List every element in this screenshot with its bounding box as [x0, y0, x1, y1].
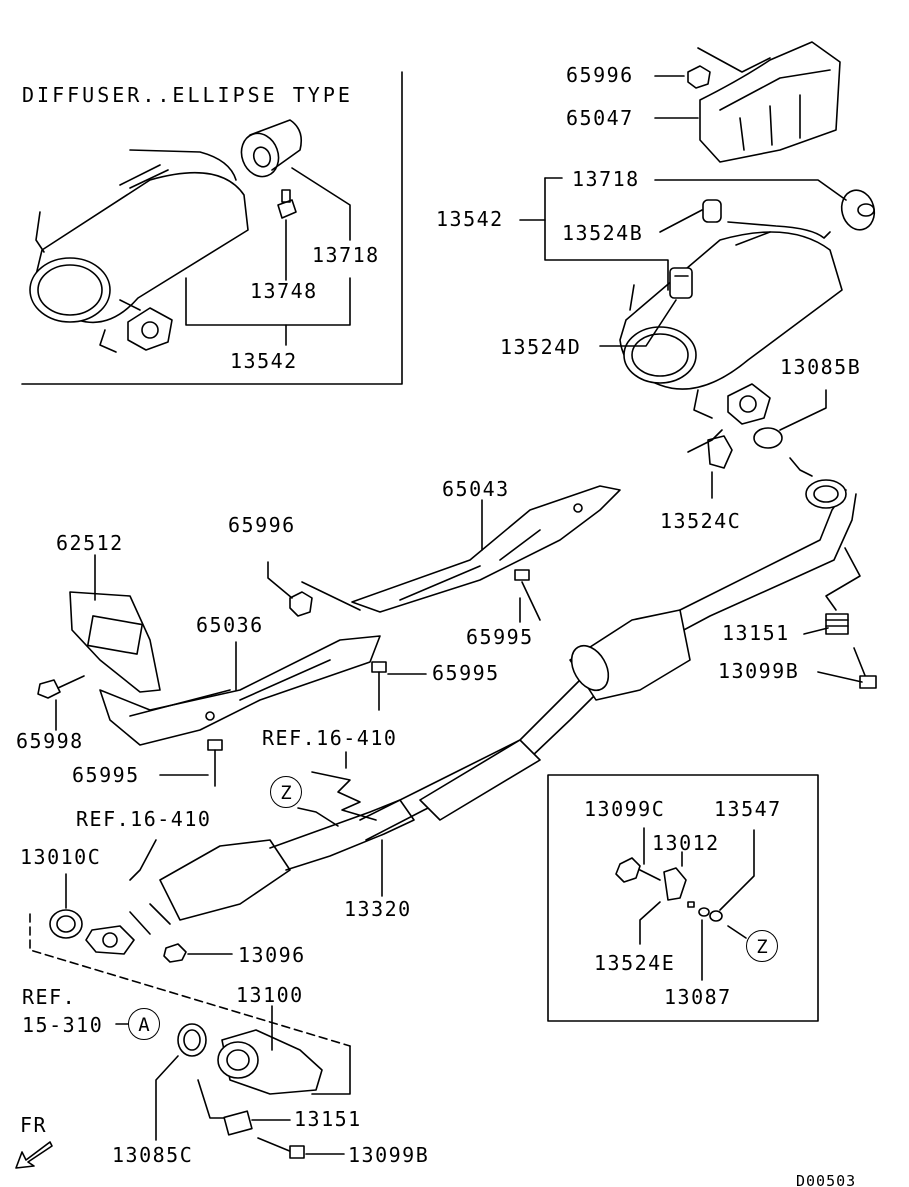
label-65995-b: 65995 — [432, 661, 500, 685]
hanger-13524C — [707, 435, 733, 469]
front-flange — [85, 925, 135, 955]
bolt-65998 — [37, 675, 85, 699]
label-13524C: 13524C — [660, 509, 742, 533]
bracket-label-13087: 13087 — [664, 985, 732, 1009]
inset-leaders — [185, 167, 351, 346]
spring-13151-b — [223, 1110, 253, 1136]
connector-13100 — [217, 1029, 323, 1095]
ref-16-410-b: REF.16-410 — [76, 807, 212, 831]
bracket-label-13099C: 13099C — [584, 797, 666, 821]
nut-65996-mid — [289, 591, 313, 617]
label-65043: 65043 — [442, 477, 510, 501]
label-65996-top: 65996 — [566, 63, 634, 87]
bracket-marker-z: Z — [746, 930, 778, 962]
label-13099B-a: 13099B — [718, 659, 800, 683]
bracket-label-13524E: 13524E — [594, 951, 676, 975]
bracket-inset-frame — [547, 774, 819, 1022]
label-13085C: 13085C — [112, 1143, 194, 1167]
inset-flange — [127, 307, 173, 351]
gasket-13085C — [177, 1023, 207, 1057]
bolt-13099B-a — [853, 647, 877, 689]
hanger-13524D — [669, 267, 693, 299]
label-65998: 65998 — [16, 729, 84, 753]
clamp-13718 — [840, 189, 876, 231]
leaders-center — [55, 499, 521, 776]
marker-z-main: Z — [270, 776, 302, 808]
inset-title: DIFFUSER..ELLIPSE TYPE — [22, 83, 353, 107]
label-13718: 13718 — [572, 167, 640, 191]
nut-65996-top — [687, 65, 711, 89]
pipe-flange-rear — [805, 479, 847, 509]
label-13542: 13542 — [436, 207, 504, 231]
ref-15-310-line2: 15-310 — [22, 1013, 104, 1037]
front-catalyst-13320 — [129, 799, 415, 935]
marker-a-main: A — [128, 1008, 160, 1040]
bracket-label-13547: 13547 — [714, 797, 782, 821]
leaders-front — [65, 751, 383, 955]
leaders-top-right — [654, 47, 771, 119]
label-13151-b: 13151 — [294, 1107, 362, 1131]
label-65047: 65047 — [566, 106, 634, 130]
nut-13096 — [163, 943, 187, 963]
label-13099B-b: 13099B — [348, 1143, 430, 1167]
heat-protector-65047 — [699, 41, 841, 163]
inset-frame — [21, 71, 403, 385]
inset-label-13718: 13718 — [312, 243, 380, 267]
spring-13151-a — [825, 613, 849, 635]
bolt-65995-a — [371, 661, 387, 711]
front-label: FR — [20, 1113, 48, 1137]
label-13100: 13100 — [236, 983, 304, 1007]
label-13085B: 13085B — [780, 355, 862, 379]
label-13096: 13096 — [238, 943, 306, 967]
diagram-code: D00503 — [796, 1172, 857, 1187]
gasket-13085B — [753, 427, 783, 449]
main-muffler — [619, 221, 843, 425]
label-65995-a: 65995 — [466, 625, 534, 649]
leaders-rear-pipe — [789, 457, 863, 683]
ref-16-410-a: REF.16-410 — [262, 726, 398, 750]
bracket-label-13012: 13012 — [652, 831, 720, 855]
leaders-muffler — [519, 177, 847, 499]
label-65996-mid: 65996 — [228, 513, 296, 537]
bracket-parts — [615, 827, 755, 981]
label-13010C: 13010C — [20, 845, 102, 869]
label-13320: 13320 — [344, 897, 412, 921]
catalytic-converter — [569, 609, 691, 701]
label-13524D: 13524D — [500, 335, 582, 359]
gasket-13010C — [49, 909, 83, 939]
bolt-13099B-b — [257, 1137, 305, 1159]
inset-nut-13748 — [277, 189, 297, 219]
bracket-62512 — [69, 591, 161, 693]
resonator — [419, 739, 541, 821]
heat-shield-65036 — [99, 635, 381, 746]
hanger-13524B — [702, 199, 722, 223]
label-62512: 62512 — [56, 531, 124, 555]
label-65995-c: 65995 — [72, 763, 140, 787]
inset-muffler — [29, 149, 249, 353]
front-arrow-icon — [15, 1141, 53, 1169]
label-65036: 65036 — [196, 613, 264, 637]
ref-15-310-line1: REF. — [22, 985, 77, 1009]
inset-label-13748: 13748 — [250, 279, 318, 303]
label-13524B: 13524B — [562, 221, 644, 245]
leaders-connector — [115, 1005, 351, 1155]
bolt-65995-mid — [514, 569, 541, 621]
heat-shield-65043 — [351, 485, 621, 613]
inset-clamp-13718 — [240, 119, 303, 178]
label-13151-a: 13151 — [722, 621, 790, 645]
inset-label-13542: 13542 — [230, 349, 298, 373]
bolt-65995-b — [207, 739, 223, 787]
muffler-flange — [727, 383, 771, 425]
